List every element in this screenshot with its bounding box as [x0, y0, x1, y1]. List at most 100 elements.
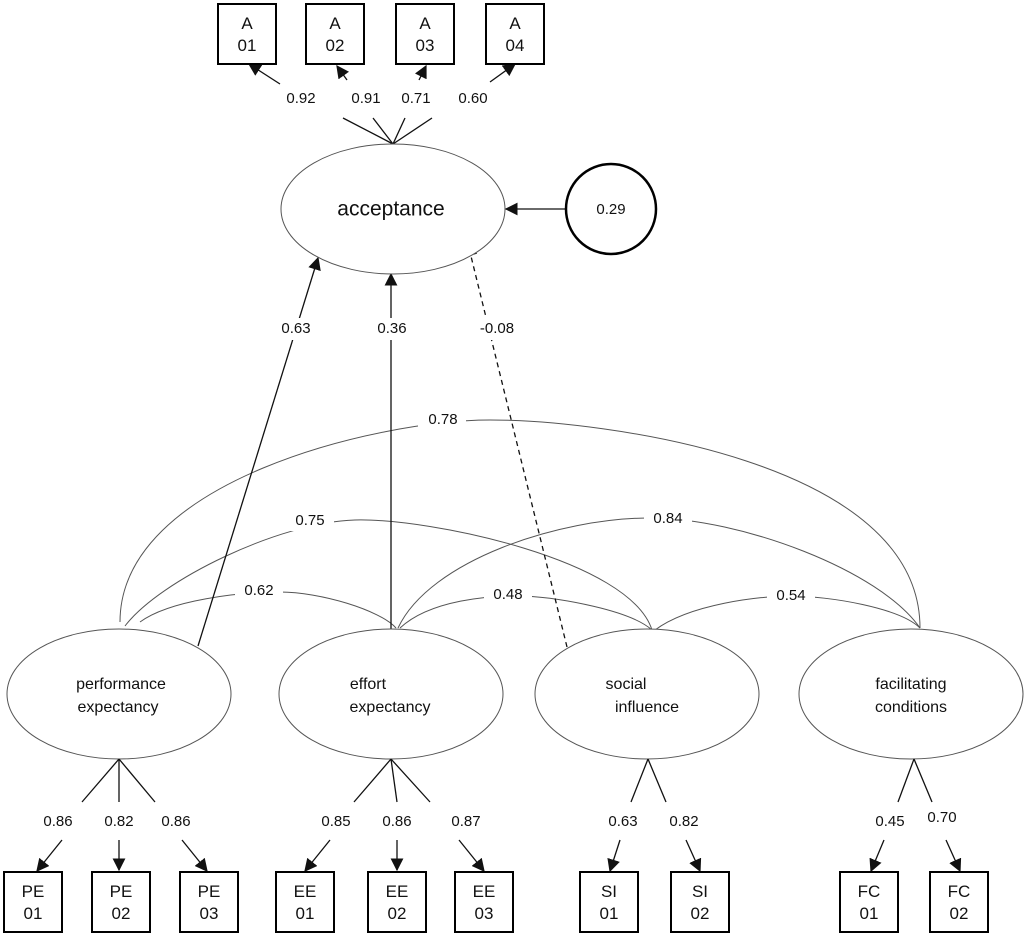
loading-line-ee01	[353, 758, 392, 803]
loading-label-a01: 0.92	[286, 90, 315, 107]
indicator-box-fc02: FC 02	[929, 871, 989, 933]
indicator-pe02-line1: PE	[110, 882, 133, 901]
loading-line-fc02	[913, 758, 933, 803]
loading-label-ee01: 0.85	[321, 813, 350, 830]
corr-label-si-fc: 0.54	[776, 587, 805, 604]
indicator-si01-line1: SI	[601, 882, 617, 901]
indicator-ee01-line2: 01	[296, 904, 315, 923]
error-term-value: 0.29	[596, 201, 625, 218]
indicator-fc02-line2: 02	[950, 904, 969, 923]
loading-line-ee03	[390, 758, 431, 803]
indicator-ee01-line1: EE	[294, 882, 317, 901]
loading-label-si02: 0.82	[669, 813, 698, 830]
indicator-a03-line2: 03	[416, 36, 435, 55]
indicator-a03-line1: A	[419, 14, 431, 33]
loading-arrow-ee03	[458, 839, 485, 873]
path-label-pe: 0.63	[281, 320, 310, 337]
indicator-box-a04: A 04	[485, 3, 545, 65]
loading-label-a02: 0.91	[351, 90, 380, 107]
loading-line-a01	[342, 117, 394, 145]
loading-arrow-si01	[607, 839, 621, 873]
loading-arrow-a01	[247, 63, 281, 85]
indicator-pe03-line2: 03	[200, 904, 219, 923]
corr-label-pe-ee: 0.62	[244, 582, 273, 599]
latent-ee-line1: effort	[350, 676, 387, 693]
path-label-si: -0.08	[480, 320, 514, 337]
indicator-box-a01: A 01	[217, 3, 277, 65]
loading-label-pe01: 0.86	[43, 813, 72, 830]
loading-label-ee02: 0.86	[382, 813, 411, 830]
indicator-fc01-line2: 01	[860, 904, 879, 923]
indicator-box-si01: SI 01	[579, 871, 639, 933]
loading-line-ee02	[390, 758, 398, 803]
corr-arc-ee-fc	[397, 517, 921, 629]
indicator-ee03-line1: EE	[473, 882, 496, 901]
indicator-si02-line1: SI	[692, 882, 708, 901]
loading-label-pe02: 0.82	[104, 813, 133, 830]
loading-arrow-fc01	[869, 839, 885, 873]
loading-arrow-pe03	[181, 839, 208, 873]
latent-fc-line2: conditions	[875, 699, 947, 716]
loading-arrow-fc02	[945, 839, 962, 873]
indicator-a02-line1: A	[329, 14, 341, 33]
loading-label-fc01: 0.45	[875, 813, 904, 830]
indicator-box-pe02: PE 02	[91, 871, 151, 933]
indicator-a04-line2: 04	[506, 36, 525, 55]
loading-label-pe03: 0.86	[161, 813, 190, 830]
loading-line-a04	[392, 117, 433, 145]
latent-pe-line2: expectancy	[78, 699, 159, 716]
loading-line-pe01	[81, 758, 120, 803]
indicator-fc02-line1: FC	[948, 882, 971, 901]
indicator-box-a03: A 03	[395, 3, 455, 65]
indicator-ee02-line1: EE	[386, 882, 409, 901]
indicator-pe01-line2: 01	[24, 904, 43, 923]
indicator-si01-line2: 01	[600, 904, 619, 923]
corr-arc-pe-fc	[119, 419, 921, 629]
indicator-box-a02: A 02	[305, 3, 365, 65]
latent-ee-line2: expectancy	[350, 699, 431, 716]
loading-line-si02	[647, 758, 667, 803]
loading-arrow-si02	[685, 839, 702, 873]
loading-line-si01	[630, 758, 649, 803]
loading-arrow-ee01	[304, 839, 331, 873]
latent-si-line1: social	[606, 676, 647, 693]
loading-label-si01: 0.63	[608, 813, 637, 830]
indicator-pe02-line2: 02	[112, 904, 131, 923]
indicator-box-si02: SI 02	[670, 871, 730, 933]
corr-label-pe-si: 0.75	[295, 512, 324, 529]
corr-arc-pe-si	[124, 519, 653, 631]
loading-line-a02	[372, 117, 394, 145]
loading-label-ee03: 0.87	[451, 813, 480, 830]
path-si-acceptance	[464, 242, 568, 648]
indicator-a01-line1: A	[241, 14, 253, 33]
latent-effort-expectancy	[278, 628, 504, 760]
latent-facilitating-conditions	[798, 628, 1024, 760]
indicator-box-fc01: FC 01	[839, 871, 899, 933]
latent-pe-line1: performance	[76, 676, 166, 693]
loading-arrow-pe01	[36, 839, 63, 873]
indicator-box-pe03: PE 03	[179, 871, 239, 933]
error-term-circle	[564, 162, 658, 256]
indicator-si02-line2: 02	[691, 904, 710, 923]
indicator-box-ee02: EE 02	[367, 871, 427, 933]
loading-line-fc01	[897, 758, 915, 803]
loading-label-fc02: 0.70	[927, 809, 956, 826]
indicator-box-ee01: EE 01	[275, 871, 335, 933]
loading-label-a03: 0.71	[401, 90, 430, 107]
path-label-ee: 0.36	[377, 320, 406, 337]
indicator-a01-line2: 01	[238, 36, 257, 55]
loading-arrow-a04	[489, 63, 517, 83]
loading-label-a04: 0.60	[458, 90, 487, 107]
latent-si-line2: influence	[615, 699, 679, 716]
corr-label-ee-si: 0.48	[493, 586, 522, 603]
indicator-pe03-line1: PE	[198, 882, 221, 901]
latent-acceptance-label: acceptance	[337, 198, 444, 221]
corr-label-ee-fc: 0.84	[653, 510, 682, 527]
loading-arrow-a02	[336, 64, 350, 81]
loading-arrow-a03	[414, 64, 427, 81]
indicator-a02-line2: 02	[326, 36, 345, 55]
loading-line-pe03	[118, 758, 156, 803]
corr-label-pe-fc: 0.78	[428, 411, 457, 428]
indicator-a04-line1: A	[509, 14, 521, 33]
